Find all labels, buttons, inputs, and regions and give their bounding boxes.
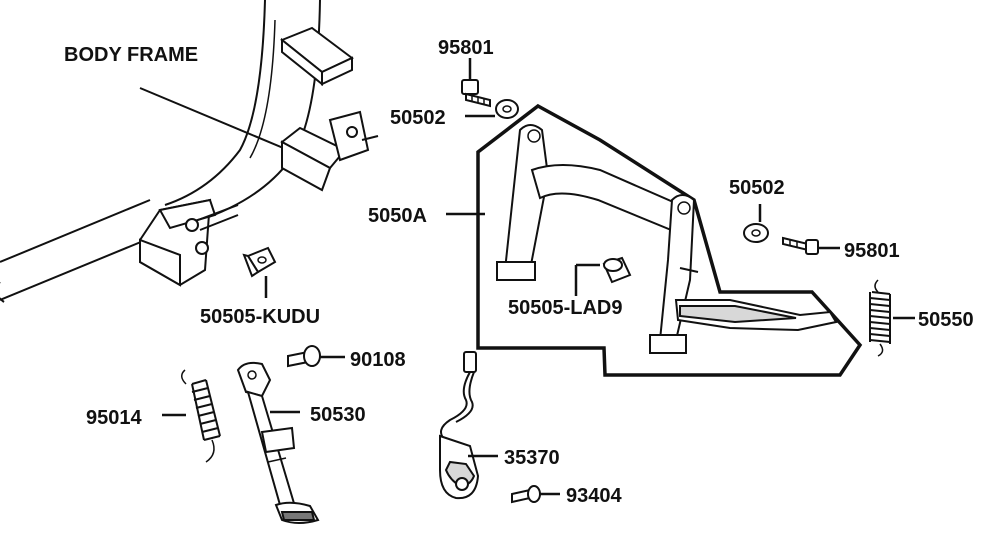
label-35370: 35370 (504, 447, 560, 469)
main-stand-drawing (496, 124, 838, 354)
label-50530: 50530 (310, 404, 366, 426)
label-50550: 50550 (918, 309, 974, 331)
washer-top-drawing (495, 99, 519, 119)
screw-drawing (511, 485, 541, 504)
label-5050A: 5050A (368, 205, 427, 227)
label-90108: 90108 (350, 349, 406, 371)
body-frame-label: BODY FRAME (64, 44, 198, 66)
label-50502-right: 50502 (729, 177, 785, 199)
bushing-center-drawing (602, 256, 632, 284)
label-95801-right: 95801 (844, 240, 900, 262)
spring-side-drawing (181, 369, 221, 463)
side-stand-drawing (236, 361, 320, 524)
body-frame-drawing (0, 0, 379, 303)
label-50505-KUDU: 50505-KUDU (200, 306, 320, 328)
bolt-side-drawing (287, 345, 321, 368)
bolt-top-drawing (461, 79, 491, 108)
washer-right-drawing (743, 223, 769, 243)
label-95801-top: 95801 (438, 37, 494, 59)
switch-drawing (439, 351, 480, 500)
label-93404: 93404 (566, 485, 622, 507)
label-95014: 95014 (86, 407, 142, 429)
bushing-left-drawing (242, 246, 277, 278)
label-50505-LAD9: 50505-LAD9 (508, 297, 623, 319)
label-50502-top: 50502 (390, 107, 446, 129)
main-stand-group-box (476, 103, 863, 377)
bolt-right-drawing (782, 236, 819, 255)
spring-main-drawing (869, 279, 891, 357)
